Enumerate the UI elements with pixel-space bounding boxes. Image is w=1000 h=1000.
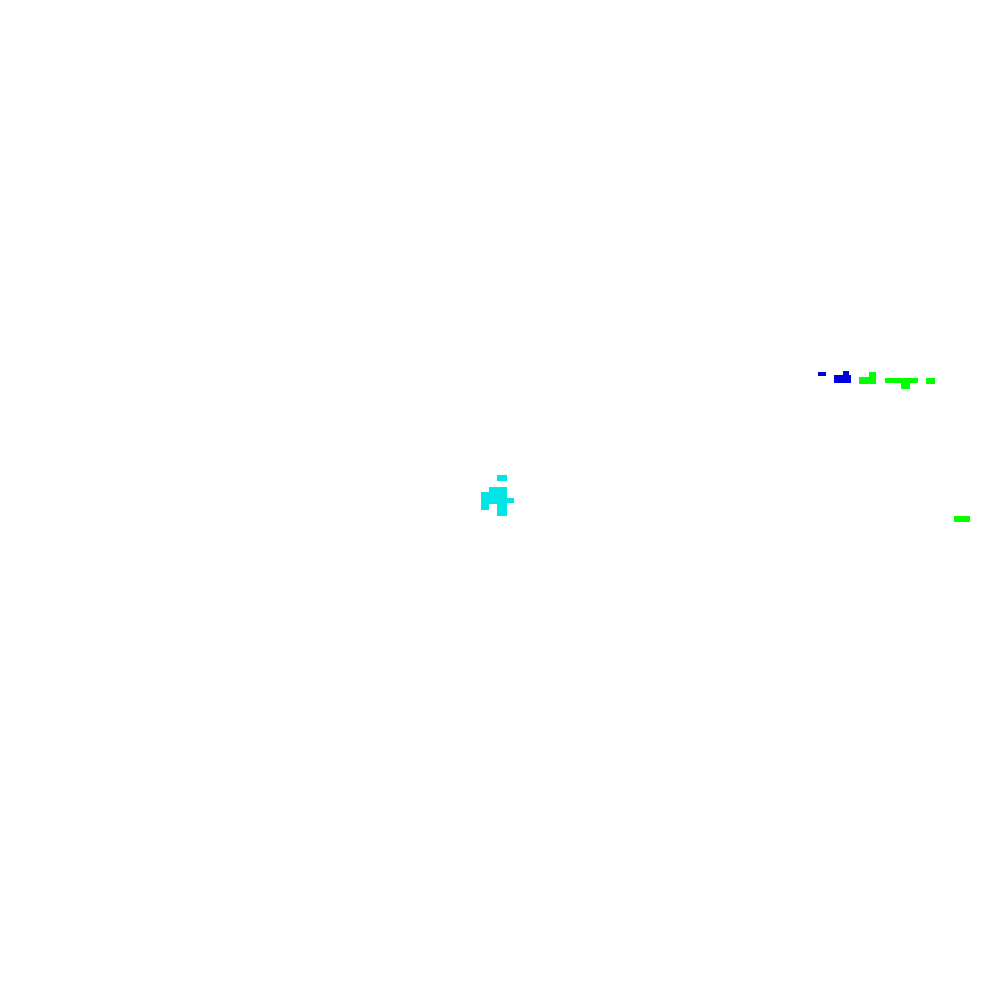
player-arm: [505, 498, 514, 503]
blue-block: [843, 371, 849, 375]
player-shoulders: [489, 487, 507, 493]
player-left-leg: [481, 503, 489, 510]
player-head: [497, 475, 507, 481]
green-dash: [954, 516, 970, 522]
green-block: [901, 383, 910, 389]
player-right-leg: [497, 503, 507, 516]
green-block: [869, 372, 876, 377]
green-block: [859, 377, 876, 384]
blue-block: [834, 375, 851, 383]
green-block: [885, 378, 918, 383]
green-block: [926, 378, 935, 384]
blue-block: [818, 372, 826, 376]
player-torso: [481, 492, 507, 504]
